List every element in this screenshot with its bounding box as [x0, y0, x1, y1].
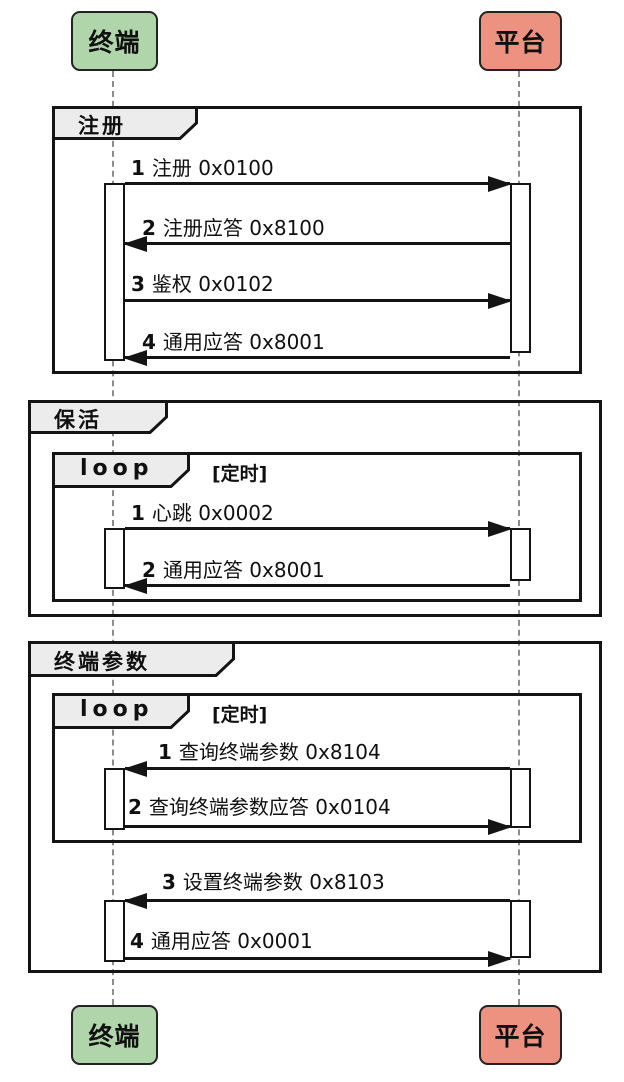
message-text: 查询终端参数 0x8104 — [178, 740, 381, 764]
message-seq: 3 — [131, 272, 145, 296]
frame-keepalive-title: 保活 — [54, 408, 102, 432]
message-arrow-right — [125, 951, 512, 967]
frame-register-tab — [52, 106, 198, 140]
message-arrow-left — [123, 236, 510, 252]
message-seq: 4 — [142, 330, 156, 354]
message-text: 通用应答 0x0001 — [150, 929, 313, 953]
platform-activation-register — [510, 183, 531, 353]
participant-platform-label: 平台 — [494, 28, 547, 57]
loop-keepalive-tab — [52, 452, 190, 488]
message-seq: 1 — [131, 156, 145, 180]
message-seq: 2 — [142, 558, 156, 582]
frame-keepalive — [28, 400, 602, 617]
loop-guard: [定时] — [212, 704, 268, 726]
loop-terminal-params-tab — [52, 693, 190, 729]
participant-platform-top: 平台 — [479, 11, 562, 71]
message-arrow-right — [125, 819, 512, 835]
frame-terminal-params-title: 终端参数 — [54, 650, 150, 674]
message-text: 查询终端参数应答 0x0104 — [148, 795, 391, 819]
frame-terminal-params-tab — [28, 641, 235, 677]
message-seq: 1 — [131, 501, 145, 525]
terminal-activation-set-params — [104, 900, 125, 962]
message-arrow-right — [125, 521, 512, 537]
loop-frame-terminal-params — [52, 693, 582, 843]
message-text: 注册应答 0x8100 — [162, 216, 325, 240]
message-text: 通用应答 0x8001 — [162, 558, 325, 582]
message-text: 通用应答 0x8001 — [162, 330, 325, 354]
participant-terminal-label: 终端 — [88, 1022, 141, 1051]
message-arrow-left — [123, 578, 510, 594]
message-text: 设置终端参数 0x8103 — [182, 870, 385, 894]
message-text: 鉴权 0x0102 — [151, 272, 274, 296]
platform-activation-set-params — [510, 900, 531, 958]
message-arrow-right — [125, 293, 512, 309]
terminal-activation-keepalive — [104, 528, 125, 589]
participant-terminal-label: 终端 — [88, 28, 141, 57]
loop-keyword: loop — [80, 456, 154, 481]
message-arrow-left — [123, 761, 510, 777]
frame-terminal-params — [28, 641, 602, 973]
loop-guard: [定时] — [212, 463, 268, 485]
frame-register — [52, 106, 582, 374]
message-seq: 4 — [130, 929, 144, 953]
participant-terminal-bottom: 终端 — [71, 1005, 158, 1065]
terminal-activation-register — [104, 183, 125, 361]
platform-activation-query-params — [510, 768, 531, 828]
participant-terminal-top: 终端 — [71, 11, 158, 71]
frame-register-title: 注册 — [78, 114, 126, 138]
participant-platform-bottom: 平台 — [479, 1005, 562, 1065]
message-seq: 2 — [128, 795, 142, 819]
message-seq: 3 — [162, 870, 176, 894]
frame-keepalive-tab — [28, 400, 168, 434]
message-arrow-left — [123, 893, 510, 909]
message-arrow-left — [123, 350, 510, 366]
loop-keyword: loop — [80, 697, 154, 722]
participant-platform-label: 平台 — [494, 1022, 547, 1051]
loop-frame-keepalive — [52, 452, 582, 602]
message-text: 心跳 0x0002 — [151, 501, 274, 525]
message-seq: 1 — [158, 740, 172, 764]
message-arrow-right — [125, 176, 512, 192]
terminal-activation-query-params — [104, 768, 125, 830]
message-text: 注册 0x0100 — [151, 156, 274, 180]
platform-activation-keepalive — [510, 528, 531, 581]
message-seq: 2 — [142, 216, 156, 240]
